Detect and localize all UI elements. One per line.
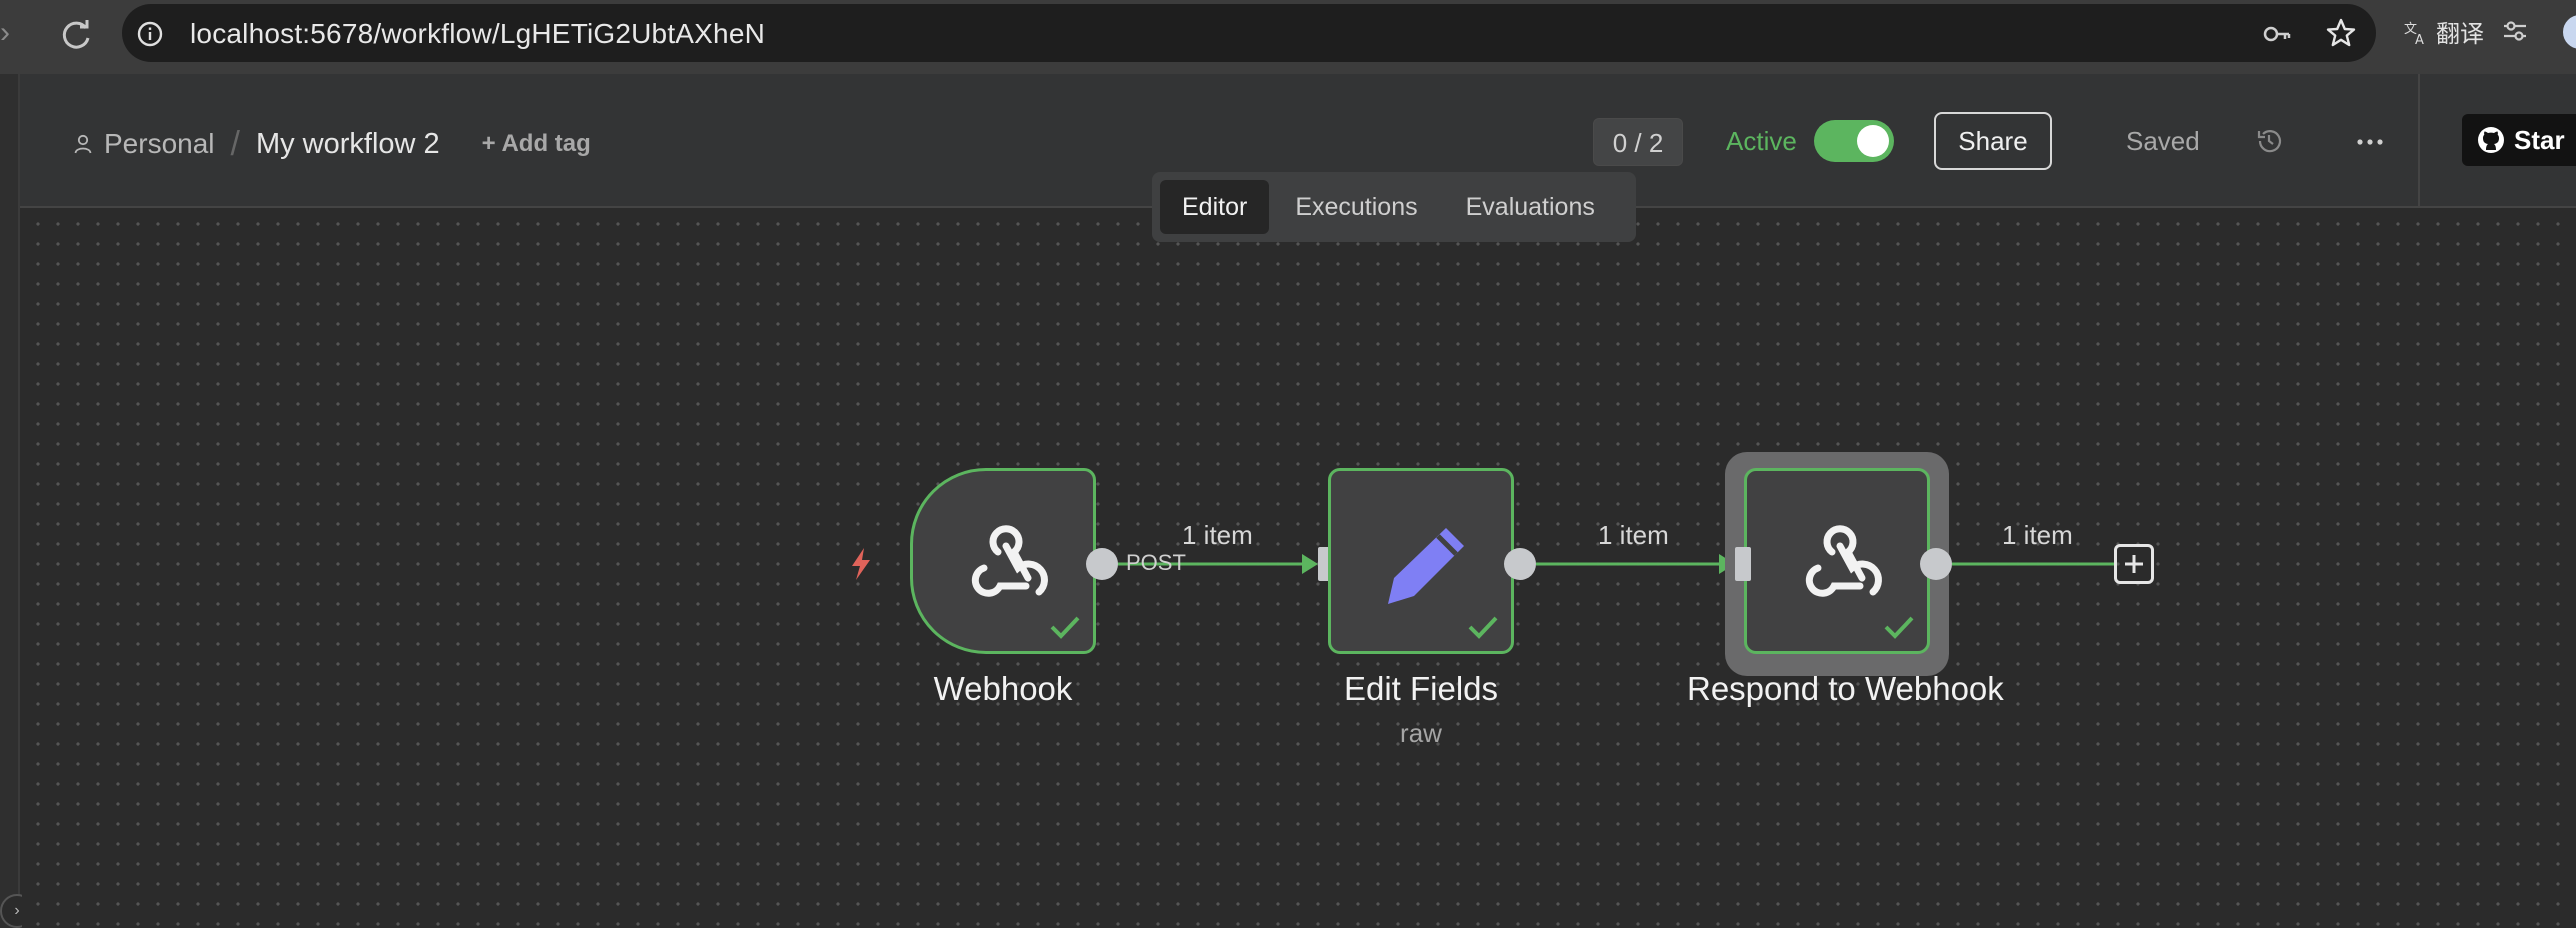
github-star-button[interactable]: Star [2462, 114, 2576, 166]
success-check-icon [1468, 616, 1498, 639]
tab-executions[interactable]: Executions [1295, 193, 1418, 221]
github-star-label: Star [2514, 124, 2565, 155]
translate-icon: 文 A [2404, 22, 2424, 46]
node-webhook[interactable] [910, 468, 1096, 654]
pencil-icon [1388, 528, 1464, 604]
active-label: Active [1726, 126, 1797, 156]
forward-icon[interactable]: › [0, 16, 10, 49]
output-handle[interactable] [1504, 548, 1536, 580]
node-title: Respond to Webhook [1687, 670, 2004, 707]
workflow-name[interactable]: My workflow 2 [255, 127, 440, 160]
translate-label: 翻译 [2436, 20, 2484, 48]
saved-status: Saved [2126, 126, 2200, 156]
sidebar-collapsed: › [0, 74, 34, 928]
breadcrumb-separator: / [230, 124, 240, 163]
node-subtitle: raw [1400, 718, 1442, 748]
more-options-icon[interactable] [2352, 128, 2388, 156]
webhook-icon [1805, 525, 1882, 597]
tune-icon[interactable] [2500, 16, 2530, 46]
svg-text:文: 文 [2404, 22, 2417, 37]
toggle-knob [1857, 125, 1889, 157]
output-handle[interactable] [1086, 548, 1118, 580]
output-handle[interactable] [1920, 548, 1952, 580]
active-toggle[interactable] [1814, 120, 1894, 162]
history-icon[interactable] [2254, 126, 2284, 156]
plus-icon [2125, 555, 2143, 573]
address-bar[interactable]: localhost:5678/workflow/LgHETiG2UbtAXheN [122, 4, 2376, 62]
header-divider [2418, 74, 2420, 208]
share-button[interactable]: Share [1934, 112, 2052, 170]
success-check-icon [1884, 616, 1914, 639]
connection-item-count: 1 item [1598, 520, 1669, 550]
version-counter-badge[interactable]: 0 / 2 [1593, 118, 1683, 166]
node-title: Webhook [933, 670, 1073, 707]
output-label-post: POST [1126, 550, 1186, 575]
node-respond-to-webhook[interactable] [1744, 468, 1930, 654]
tab-evaluations[interactable]: Evaluations [1465, 193, 1595, 221]
add-node-button[interactable] [2114, 544, 2154, 584]
connections-layer [1118, 554, 2114, 574]
project-link[interactable]: Personal [104, 128, 215, 159]
node-title: Edit Fields [1343, 670, 1499, 707]
person-icon [74, 134, 92, 154]
success-check-icon [1050, 616, 1080, 639]
connection-item-count: 1 item [1182, 520, 1253, 550]
browser-toolbar: › localhost:5678/workflow/LgHETiG2UbtAXh… [0, 0, 2576, 74]
input-handle[interactable] [1735, 547, 1751, 581]
add-tag-button[interactable]: + Add tag [481, 130, 591, 157]
trigger-bolt-icon [852, 548, 870, 580]
translate-extension[interactable]: 文 A 翻译 [2402, 14, 2512, 50]
connection-arrow [1302, 554, 1318, 574]
workflow-canvas[interactable]: POST 1 item Webhook 1 item Edit Fields r… [22, 210, 2576, 928]
github-icon [2478, 127, 2504, 153]
breadcrumb: Personal / My workflow 2 + Add tag [72, 124, 591, 164]
svg-text:A: A [2415, 33, 2424, 46]
bookmark-star-icon[interactable] [2324, 16, 2358, 50]
connection-item-count: 1 item [2002, 520, 2073, 550]
profile-avatar[interactable] [2560, 12, 2576, 52]
reload-icon[interactable] [56, 14, 96, 54]
url-text[interactable]: localhost:5678/workflow/LgHETiG2UbtAXheN [190, 18, 766, 49]
node-edit-fields[interactable] [1328, 468, 1514, 654]
view-tabs: Editor Executions Evaluations [1152, 172, 1636, 242]
webhook-icon [971, 525, 1048, 597]
site-info-icon[interactable] [136, 20, 164, 48]
password-key-icon[interactable] [2262, 20, 2292, 48]
tab-editor[interactable]: Editor [1160, 180, 1270, 234]
